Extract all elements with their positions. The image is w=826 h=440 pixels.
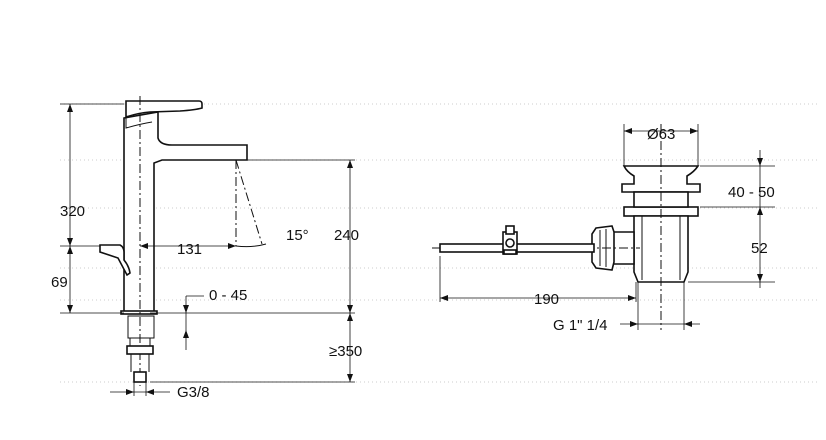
dim-240: 240 bbox=[334, 227, 359, 244]
faucet-body bbox=[123, 111, 248, 314]
dim-diameter-63: Ø63 bbox=[647, 126, 675, 143]
side-lever bbox=[99, 244, 131, 277]
dim-131: 131 bbox=[177, 241, 202, 258]
dim-52: 52 bbox=[751, 240, 768, 257]
drain-dimensions bbox=[439, 124, 775, 330]
faucet-lever bbox=[125, 100, 203, 119]
dim-40-50: 40 - 50 bbox=[728, 184, 775, 201]
dim-g38: G3/8 bbox=[177, 384, 210, 401]
dim-190: 190 bbox=[534, 291, 559, 308]
dim-thread: G 1" 1/4 bbox=[553, 317, 608, 334]
faucet-drawing bbox=[99, 96, 267, 386]
drain-drawing bbox=[432, 124, 701, 330]
dim-320: 320 bbox=[60, 203, 85, 220]
dim-hose-length: ≥350 bbox=[329, 343, 362, 360]
dim-15deg: 15° bbox=[286, 227, 309, 244]
faucet-dimensions bbox=[60, 103, 355, 396]
dim-69: 69 bbox=[51, 274, 68, 291]
dim-deck-range: 0 - 45 bbox=[209, 287, 247, 304]
